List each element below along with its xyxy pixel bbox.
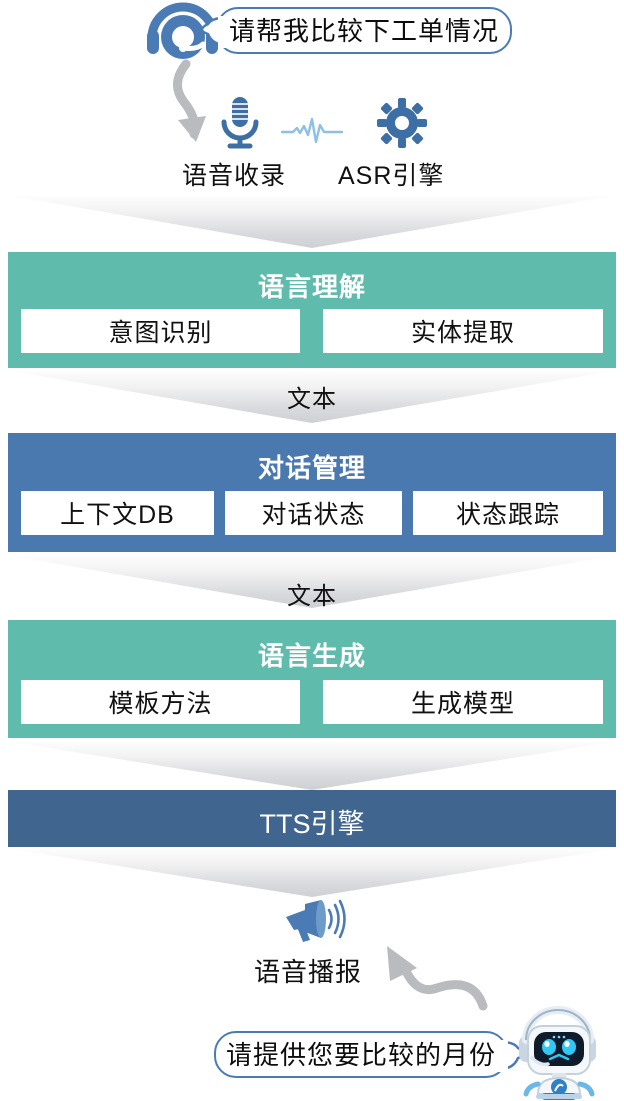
chip-dialog-state[interactable]: 对话状态 (225, 491, 402, 535)
chip-state-tracking-label: 状态跟踪 (455, 501, 560, 529)
voice-broadcast-label: 语音播报 (254, 957, 363, 987)
user-speech-bubble: 请帮我比较下工单情况 (216, 7, 512, 54)
user-bubble-tail-icon (192, 14, 228, 50)
voice-capture-label: 语音收录 (182, 162, 287, 190)
chip-template-method-label: 模板方法 (108, 690, 213, 718)
stage-nlg-title: 语言生成 (257, 641, 366, 671)
megaphone-icon (283, 898, 346, 944)
chip-entity-extraction[interactable]: 实体提取 (323, 309, 603, 353)
chip-generative-model-label: 生成模型 (410, 690, 515, 718)
chip-entity-extraction-label: 实体提取 (410, 319, 515, 347)
connector-tts-to-output (12, 849, 612, 897)
user-speech-bubble-text: 请帮我比较下工单情况 (228, 15, 499, 46)
chip-context-db-label: 上下文DB (60, 501, 175, 529)
curved-arrow-down-icon (158, 58, 238, 148)
robot-avatar-icon (512, 1006, 606, 1100)
stage-dialog-management-title: 对话管理 (257, 453, 366, 483)
stage-nlg: 语言生成 模板方法 生成模型 (8, 620, 616, 738)
chip-intent-recognition[interactable]: 意图识别 (21, 309, 300, 353)
chip-generative-model[interactable]: 生成模型 (323, 680, 603, 724)
chip-dialog-state-label: 对话状态 (261, 501, 366, 529)
waveform-icon (280, 117, 344, 145)
stage-dialog-management: 对话管理 上下文DB 对话状态 状态跟踪 (8, 433, 616, 552)
chip-intent-recognition-label: 意图识别 (108, 319, 213, 347)
connector-to-nlu (12, 196, 612, 248)
connector-nlu-to-dm-label: 文本 (287, 386, 337, 413)
bot-speech-bubble-text: 请提供您要比较的月份 (225, 1039, 496, 1070)
stage-tts-title: TTS引擎 (259, 809, 365, 839)
chip-context-db[interactable]: 上下文DB (21, 491, 214, 535)
asr-engine-label: ASR引擎 (338, 162, 445, 190)
stage-tts: TTS引擎 (8, 790, 616, 847)
stage-nlu-title: 语言理解 (257, 272, 366, 302)
connector-dm-to-nlg-label: 文本 (287, 583, 337, 610)
microphone-icon (218, 96, 262, 150)
connector-nlg-to-tts (12, 742, 612, 790)
curved-arrow-up-left-icon (365, 940, 490, 1020)
gear-icon (377, 98, 427, 148)
chip-template-method[interactable]: 模板方法 (21, 680, 300, 724)
stage-nlu: 语言理解 意图识别 实体提取 (8, 252, 616, 368)
bot-speech-bubble: 请提供您要比较的月份 (214, 1031, 508, 1078)
chip-state-tracking[interactable]: 状态跟踪 (413, 491, 603, 535)
